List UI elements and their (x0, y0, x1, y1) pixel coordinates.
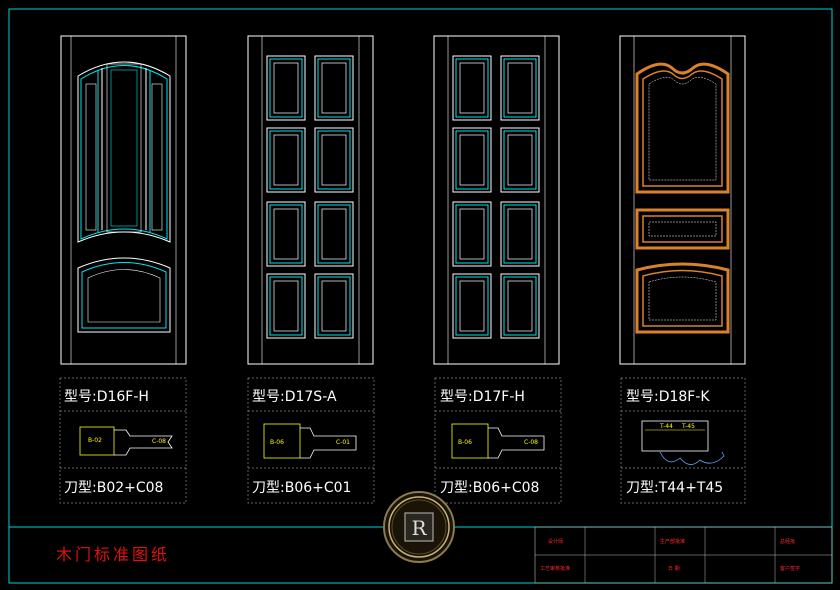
raised-panel-0-1 (452, 127, 492, 193)
tool-label-2: 刀型:B06+C01 (252, 480, 352, 496)
raised-panel-1-1 (500, 127, 540, 193)
model-label-1: 型号:D16F-H (64, 389, 149, 405)
raised-panel-1-3 (314, 273, 354, 339)
logo-seal: R (383, 491, 455, 563)
spec-boxes (59, 377, 746, 504)
model-label-3: 型号:D17F-H (440, 389, 525, 405)
profile-3 (451, 423, 545, 459)
spec-box-2 (247, 377, 375, 504)
tool-label-3: 刀型:B06+C08 (440, 480, 540, 496)
profile-1 (79, 426, 173, 456)
tb-confirm: 客户签字 (780, 566, 801, 572)
door-d17s-a (247, 35, 374, 365)
drawing-title: 木门标准图纸 (56, 545, 171, 564)
profile-4 (641, 420, 725, 465)
tb-designer: 设计师 (548, 539, 564, 545)
spec-box-4 (620, 377, 746, 504)
raised-panel-1-2 (500, 201, 540, 267)
tb-production-manager: 生产部批准 (660, 539, 686, 545)
raised-panel-0-2 (452, 201, 492, 267)
raised-panel-1-0 (314, 55, 354, 121)
tb-approved: 总经批 (780, 539, 796, 545)
door-d17s-a-panels (266, 55, 354, 339)
door-d18f-k (619, 35, 746, 365)
raised-panel-1-1 (314, 127, 354, 193)
svg-text:R: R (411, 516, 427, 540)
tb-date: 日 期 (668, 566, 680, 572)
spec-box-1 (59, 377, 187, 504)
model-label-2: 型号:D17S-A (252, 389, 337, 405)
profile-2 (263, 423, 357, 459)
profile-tag-3-right: C-08 (524, 439, 538, 446)
raised-panel-0-2 (266, 201, 306, 267)
profile-tag-3-left: B-06 (458, 439, 472, 446)
raised-panel-0-3 (266, 273, 306, 339)
raised-panel-0-0 (266, 55, 306, 121)
door-d17f-h (433, 35, 560, 365)
profile-tag-1-right: C-08 (152, 438, 166, 445)
spec-box-3 (434, 377, 562, 504)
raised-panel-0-0 (452, 55, 492, 121)
profile-tag-4-left: T-44 (660, 423, 673, 430)
raised-panel-1-2 (314, 201, 354, 267)
profile-tag-1-left: B-02 (88, 437, 102, 444)
raised-panel-0-3 (452, 273, 492, 339)
profile-tag-2-right: C-01 (336, 439, 350, 446)
outer-border (8, 8, 833, 584)
door-d17f-h-panels (452, 55, 540, 339)
tool-label-1: 刀型:B02+C08 (64, 480, 164, 496)
raised-panel-1-0 (500, 55, 540, 121)
door-d16f-h (60, 35, 187, 365)
raised-panel-0-1 (266, 127, 306, 193)
tool-label-4: 刀型:T44+T45 (626, 480, 724, 496)
profile-tag-4-right: T-45 (682, 423, 695, 430)
raised-panel-1-3 (500, 273, 540, 339)
profile-tag-2-left: B-06 (270, 439, 284, 446)
tb-process-review: 工艺审核批准 (540, 566, 571, 572)
model-label-4: 型号:D18F-K (626, 389, 710, 405)
